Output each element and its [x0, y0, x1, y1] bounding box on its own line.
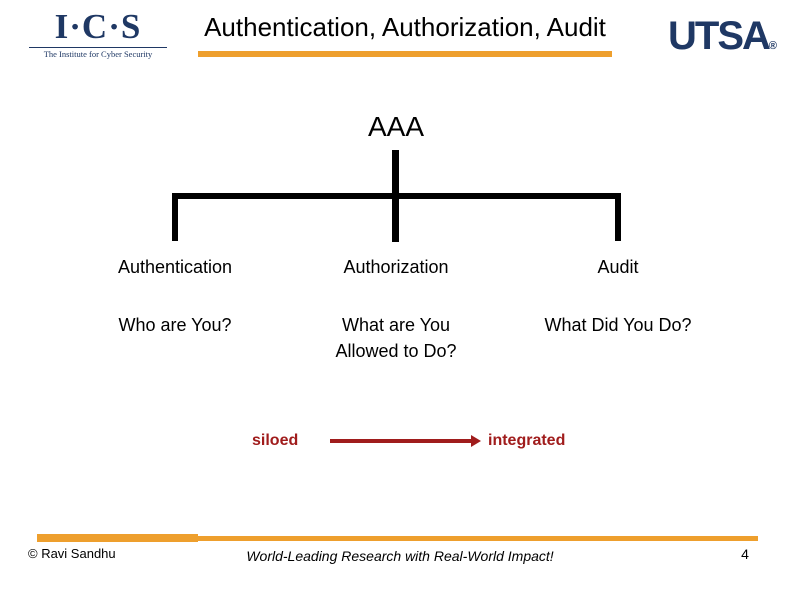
footer-rule-thick — [37, 534, 198, 542]
ics-logo-mark: I·C·S — [54, 7, 142, 46]
footer-tagline: World-Leading Research with Real-World I… — [246, 548, 554, 564]
footer-copyright: © Ravi Sandhu — [28, 546, 116, 561]
diagram-root-label: AAA — [367, 111, 425, 142]
title-underline-rule — [198, 51, 612, 57]
ics-logo-divider — [29, 47, 167, 48]
diagram-branch-line-right — [615, 193, 621, 241]
registered-trademark-icon: ® — [768, 40, 777, 52]
footer-rule-thin — [198, 536, 758, 541]
flow-label-integrated: integrated — [488, 432, 566, 449]
column-heading-authorization: Authorization — [343, 257, 449, 277]
column-heading-audit: Audit — [597, 257, 639, 277]
arrow-right-icon — [330, 435, 481, 447]
maturity-flow: siloed integrated — [230, 430, 610, 454]
page-title: Authentication, Authorization, Audit — [204, 12, 606, 42]
column-question-audit: What Did You Do? — [544, 315, 692, 335]
footer-page-number: 4 — [741, 546, 749, 562]
diagram-branch-line-left — [172, 193, 178, 241]
ics-logo-tagline: The Institute for Cyber Security — [43, 49, 153, 59]
ics-logo: I·C·S The Institute for Cyber Security — [28, 8, 168, 64]
column-heading-authentication: Authentication — [117, 257, 233, 277]
flow-label-siloed: siloed — [252, 432, 299, 449]
diagram-crossbar-line — [172, 193, 621, 199]
utsa-logo: UTSA® — [668, 14, 777, 68]
column-question-authentication: Who are You? — [118, 315, 232, 335]
utsa-logo-text: UTSA — [668, 14, 771, 58]
